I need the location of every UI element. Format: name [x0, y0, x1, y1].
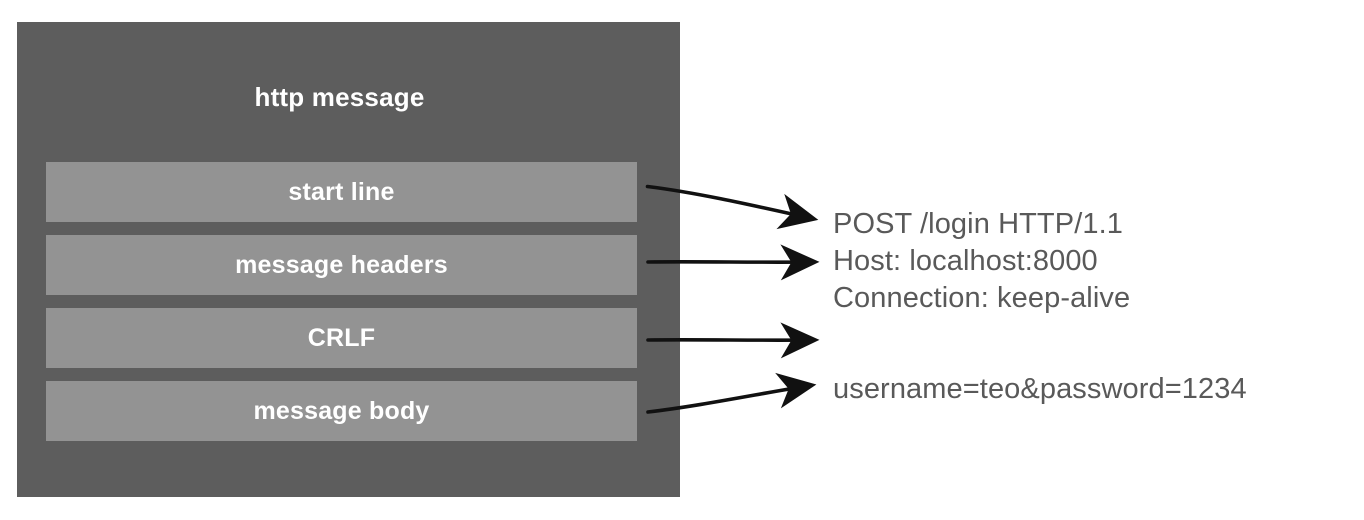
section-label-start-line: start line — [288, 177, 395, 206]
diagram-title: http message — [254, 82, 425, 112]
section-label-message-body: message body — [253, 396, 430, 425]
annotation-header-host: Host: localhost:8000 — [833, 245, 1098, 277]
annotation-start-line: POST /login HTTP/1.1 — [833, 208, 1123, 240]
section-label-message-headers: message headers — [235, 250, 448, 279]
http-message-container: http message start line message headers … — [17, 22, 680, 497]
section-box-crlf: CRLF — [46, 308, 637, 368]
section-box-message-headers: message headers — [46, 235, 637, 295]
section-label-crlf: CRLF — [307, 323, 376, 352]
section-box-message-body: message body — [46, 381, 637, 441]
annotation-header-connection: Connection: keep-alive — [833, 282, 1131, 314]
section-box-start-line: start line — [46, 162, 637, 222]
annotation-message-body: username=teo&password=1234 — [833, 373, 1247, 405]
